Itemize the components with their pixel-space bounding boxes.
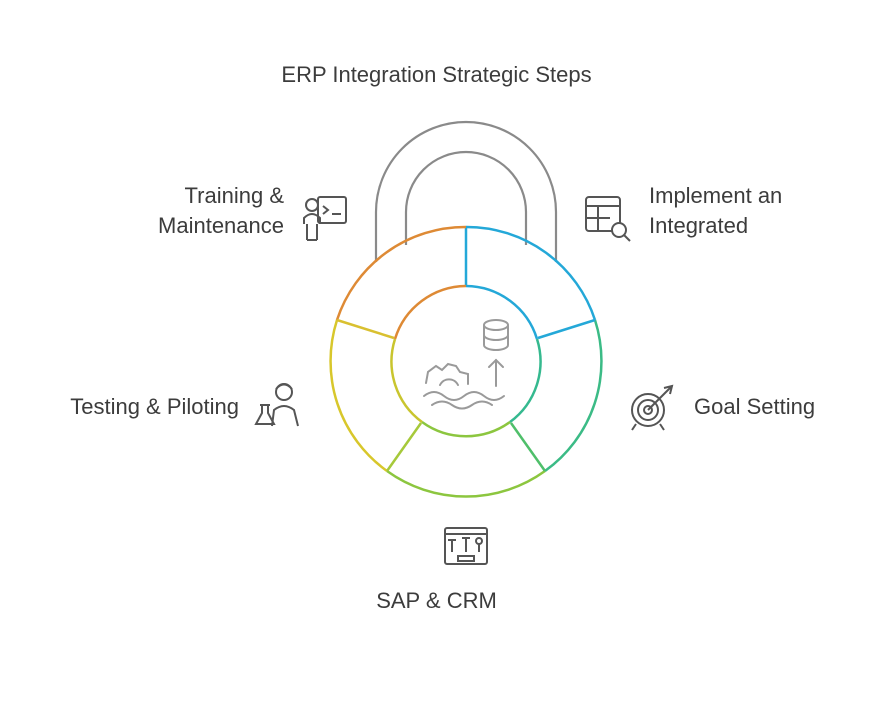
step-label-line: Training & <box>184 183 284 208</box>
step-label-sap: SAP & CRM <box>0 586 873 616</box>
segment-goal <box>544 319 603 473</box>
presenter-board-icon <box>303 196 347 241</box>
step-label-line: Testing & Piloting <box>70 394 239 419</box>
diagram-title: ERP Integration Strategic Steps <box>281 62 592 87</box>
target-arrow-icon <box>631 384 674 431</box>
inner-ring <box>390 284 542 438</box>
step-label-line: Integrated <box>649 213 749 238</box>
spreadsheet-search-icon <box>585 196 631 242</box>
outer-ring <box>329 225 603 498</box>
step-label-training: Training & Maintenance <box>158 181 284 241</box>
toolbox-icon <box>444 527 488 565</box>
step-label-line: Goal Setting <box>694 394 816 419</box>
segment-training <box>335 225 467 321</box>
padlock-shackle <box>374 120 558 262</box>
step-label-implement: Implement an Integrated <box>649 181 782 241</box>
step-label-testing: Testing & Piloting <box>70 392 239 422</box>
gears-database-icon <box>423 319 509 410</box>
step-label-goal: Goal Setting <box>694 392 815 422</box>
segment-testing <box>329 319 388 473</box>
step-label-line: Implement an <box>649 183 783 208</box>
scientist-flask-icon <box>254 383 299 427</box>
segment-implement <box>465 225 597 321</box>
segment-sap <box>386 469 546 498</box>
step-label-line: Maintenance <box>158 213 284 238</box>
step-label-line: SAP & CRM <box>376 588 497 613</box>
